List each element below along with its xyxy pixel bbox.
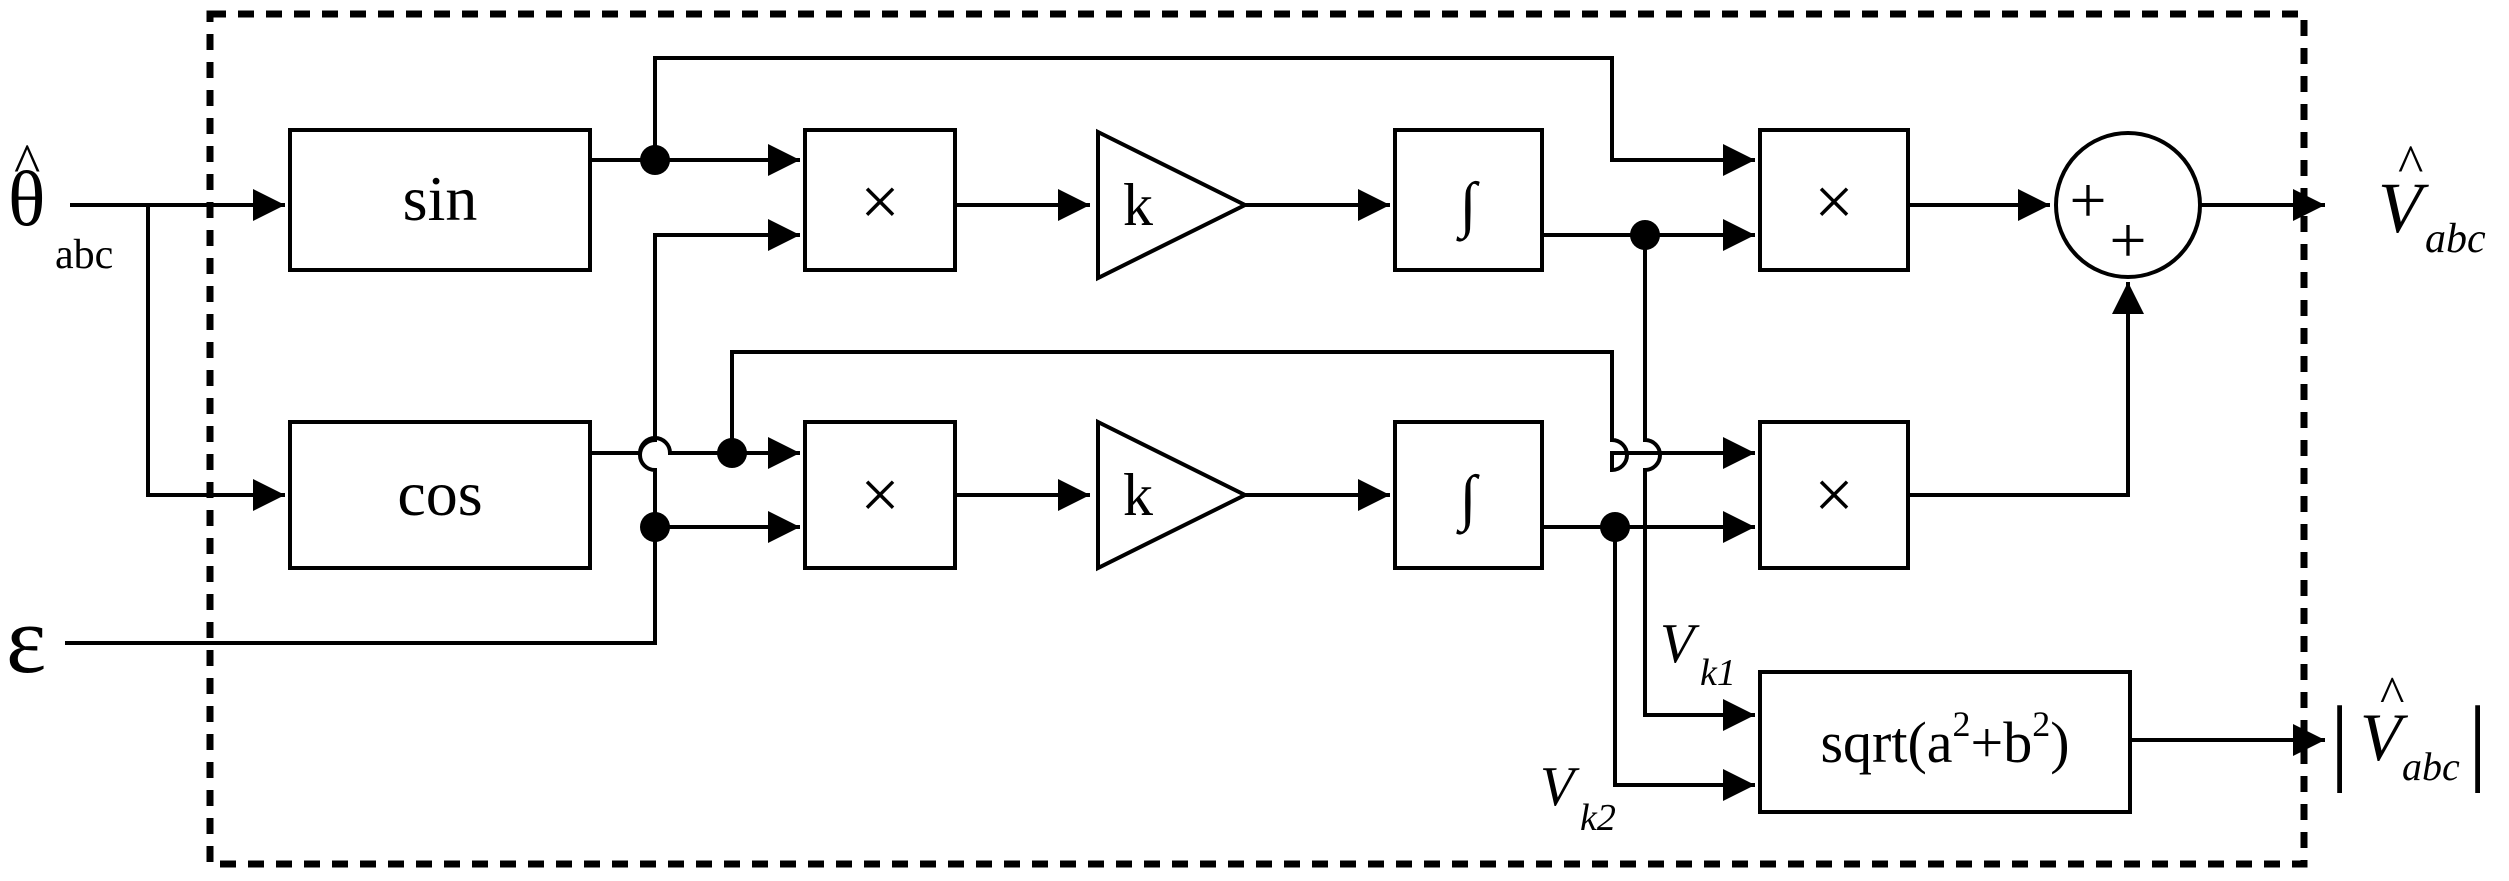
multiplier-block-3: × [1758, 128, 1910, 272]
integrator-block-2: ∫ [1393, 420, 1544, 570]
plus-sign: + [2109, 204, 2146, 277]
junction-dot [640, 512, 670, 542]
theta-input-label: θ ^ abc [8, 133, 113, 278]
sin-block: sin [288, 128, 592, 272]
multiply-symbol: × [860, 164, 899, 241]
dashed-boundary [206, 10, 2308, 868]
vk1-symbol: V [1660, 613, 1700, 675]
v-hat: ^ [2380, 667, 2404, 724]
vk2-subscript: k2 [1580, 797, 1616, 839]
cos-block: cos [288, 420, 592, 570]
gain-block-1: k [1096, 128, 1250, 282]
theta-hat: ^ [14, 133, 40, 195]
junction-dot [717, 438, 747, 468]
v-subscript: abc [2425, 216, 2486, 262]
multiplier-block-2: × [803, 420, 957, 570]
v-symbol: V [2360, 699, 2409, 775]
cos-label: cos [397, 458, 482, 529]
integral-symbol: ∫ [1456, 464, 1481, 535]
multiply-symbol: × [1814, 164, 1853, 241]
multiply-symbol: × [860, 457, 899, 534]
junction-dots [640, 145, 1660, 542]
gain-label: k [1123, 462, 1153, 528]
sqrt-label: sqrt(a2+b2) [1820, 704, 2069, 775]
vk2-symbol: V [1540, 756, 1580, 818]
sqrt-block: sqrt(a2+b2) [1758, 670, 2132, 814]
vk2-label: V k2 [1540, 756, 1616, 839]
multiply-symbol: × [1814, 457, 1853, 534]
junction-dot [1600, 512, 1630, 542]
summing-junction: + + [2054, 131, 2202, 279]
vk1-label: V k1 [1660, 613, 1736, 694]
wires [65, 56, 2325, 801]
integrator-block-1: ∫ [1393, 128, 1544, 272]
abs-bar-right: | [2468, 686, 2487, 793]
v-hat-abc-output-label: V ^ abc [2378, 134, 2486, 262]
v-symbol: V [2378, 168, 2429, 248]
epsilon-input-label: ε [6, 586, 46, 693]
junction-dot [1630, 220, 1660, 250]
multiplier-block-1: × [803, 128, 957, 272]
v-subscript: abc [2402, 744, 2460, 789]
abs-bar-left: | [2330, 686, 2349, 793]
theta-subscript: abc [55, 232, 113, 278]
gain-block-2: k [1096, 418, 1250, 572]
plus-sign: + [2069, 164, 2106, 237]
vk1-subscript: k1 [1700, 652, 1736, 694]
v-hat: ^ [2398, 134, 2423, 194]
sin-label: sin [403, 163, 478, 234]
gain-label: k [1123, 172, 1153, 238]
integral-symbol: ∫ [1456, 171, 1481, 242]
junction-dot [640, 145, 670, 175]
v-hat-abc-magnitude-label: | V ^ abc | [2330, 667, 2487, 793]
multiplier-block-4: × [1758, 420, 1910, 570]
theta-symbol: θ [8, 155, 45, 242]
